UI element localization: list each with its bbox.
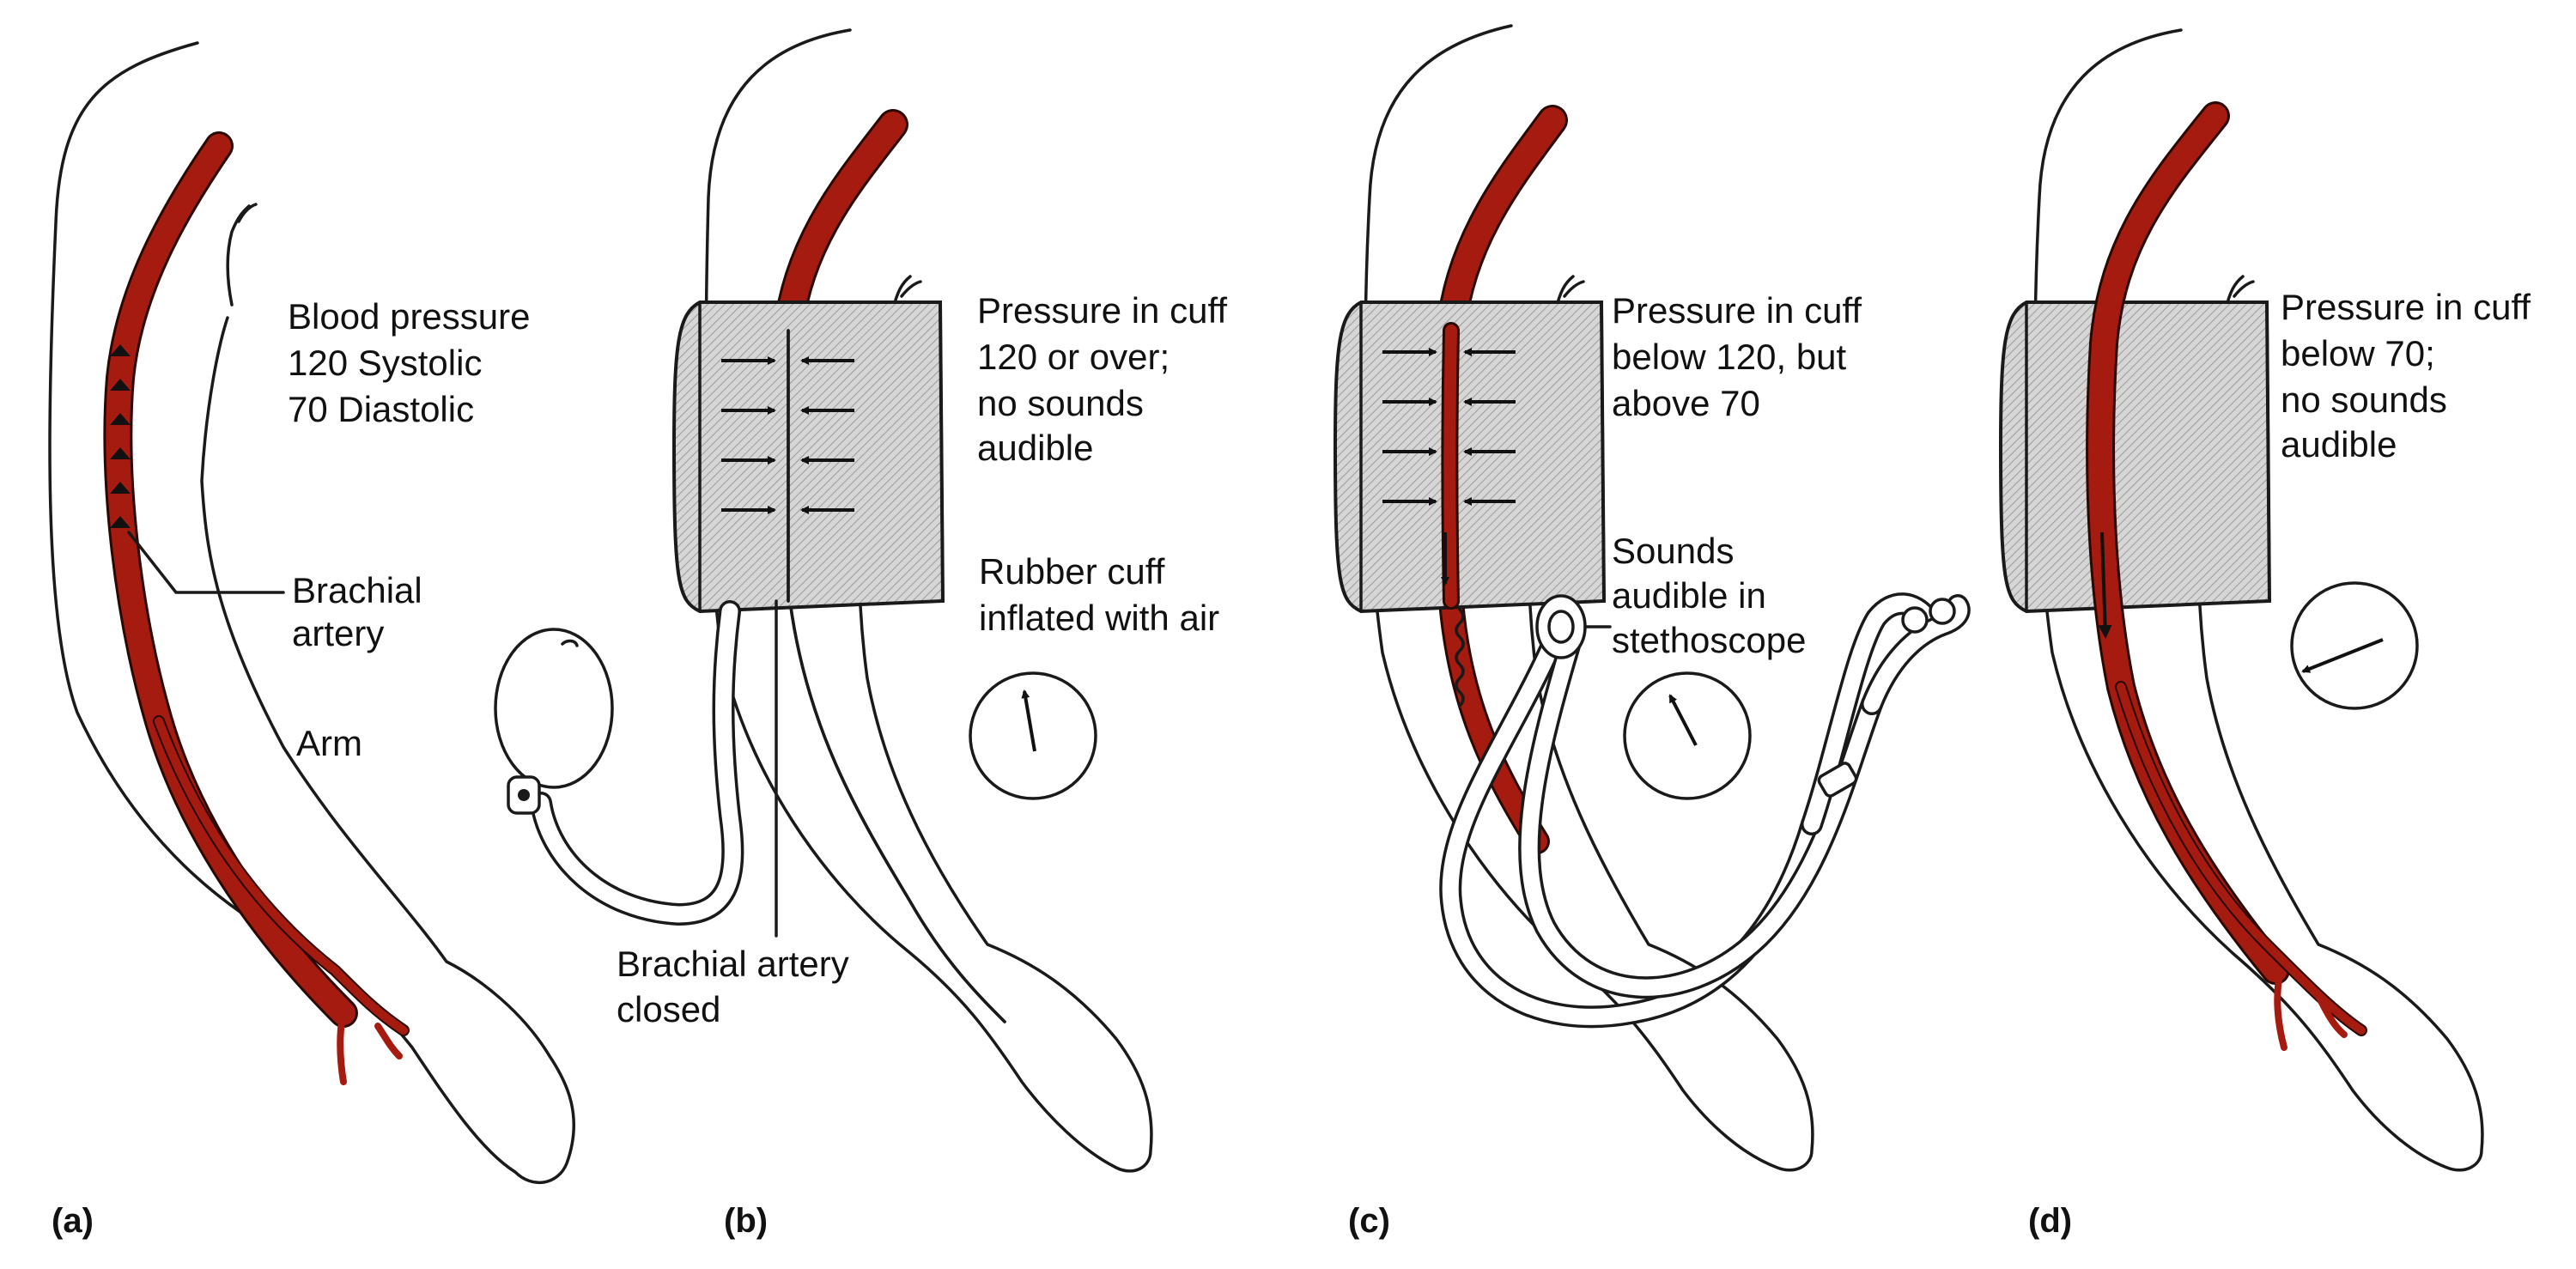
- sounds-label-2: audible in: [1612, 575, 1766, 616]
- panel-label-a: (a): [52, 1202, 94, 1240]
- cuff-pressure-label-b4: audible: [977, 428, 1093, 468]
- panel-a: Blood pressure 120 Systolic 70 Diastolic…: [48, 41, 575, 1240]
- rubber-cuff-label-1: Rubber cuff: [979, 551, 1165, 592]
- panel-c: Pressure in cuff below 120, but above 70…: [1333, 24, 1971, 1240]
- inward-arrows-b: [721, 356, 854, 514]
- sounds-label-1: Sounds: [1612, 531, 1734, 571]
- cuff-pressure-label-d4: audible: [2281, 424, 2397, 464]
- brachial-artery-label-2: artery: [292, 613, 384, 653]
- inflation-bulb: [494, 628, 614, 789]
- panel-label-c: (c): [1348, 1202, 1390, 1240]
- stethoscope-earpiece-1: [1901, 606, 1929, 634]
- cuff-pressure-label-b3: no sounds: [977, 383, 1144, 423]
- brachial-artery-c-upper: [1438, 107, 1565, 343]
- blood-pressure-label: Blood pressure: [288, 296, 531, 337]
- sounds-label-3: stethoscope: [1612, 620, 1807, 660]
- panel-label-b: (b): [724, 1202, 768, 1240]
- cuff-d: [1998, 301, 2272, 614]
- cuff-pressure-label-b2: 120 or over;: [977, 337, 1170, 377]
- gauge-needle-b: [1021, 689, 1036, 752]
- panel-label-d: (d): [2028, 1202, 2072, 1240]
- cuff-pressure-label-d1: Pressure in cuff: [2281, 287, 2530, 327]
- stethoscope-earpiece-2: [1929, 598, 1956, 625]
- brachial-artery-b-upper: [775, 112, 906, 343]
- brachial-artery-label-1: Brachial: [292, 570, 422, 610]
- rubber-cuff-label-2: inflated with air: [979, 598, 1219, 638]
- cuff-pressure-label-c1: Pressure in cuff: [1612, 290, 1862, 331]
- gauge-needle-d: [2301, 638, 2384, 673]
- pressure-arrowheads-a: [110, 344, 131, 528]
- turbulence-squiggle: [1455, 608, 1465, 707]
- diastolic-label: 70 Diastolic: [288, 389, 474, 429]
- cuff-pressure-label-d3: no sounds: [2281, 379, 2447, 420]
- brachial-leader-a: [127, 531, 285, 594]
- artery-closed-label-2: closed: [617, 989, 720, 1029]
- cuff-c: [1333, 301, 1607, 614]
- cuff-pressure-label-c3: above 70: [1612, 383, 1760, 423]
- artery-closed-label-1: Brachial artery: [617, 944, 849, 984]
- cuff-pressure-label-d2: below 70;: [2281, 333, 2435, 373]
- cuff-pressure-label-b1: Pressure in cuff: [977, 290, 1227, 331]
- pressure-gauge-d: [2290, 581, 2419, 710]
- gauge-needle-c: [1668, 694, 1698, 746]
- arm-a-outline: [48, 41, 575, 1185]
- cuff-b: [671, 301, 945, 614]
- arm-label: Arm: [296, 723, 362, 763]
- inward-arrows-c: [1382, 348, 1516, 506]
- systolic-label: 120 Systolic: [288, 343, 482, 383]
- brachial-artery-a: [106, 134, 355, 1025]
- panel-b: Pressure in cuff 120 or over; no sounds …: [494, 28, 1227, 1240]
- pressure-gauge-c: [1623, 671, 1752, 800]
- cuff-pressure-label-c2: below 120, but: [1612, 337, 1847, 377]
- panel-d: Pressure in cuff below 70; no sounds aud…: [1998, 28, 2530, 1240]
